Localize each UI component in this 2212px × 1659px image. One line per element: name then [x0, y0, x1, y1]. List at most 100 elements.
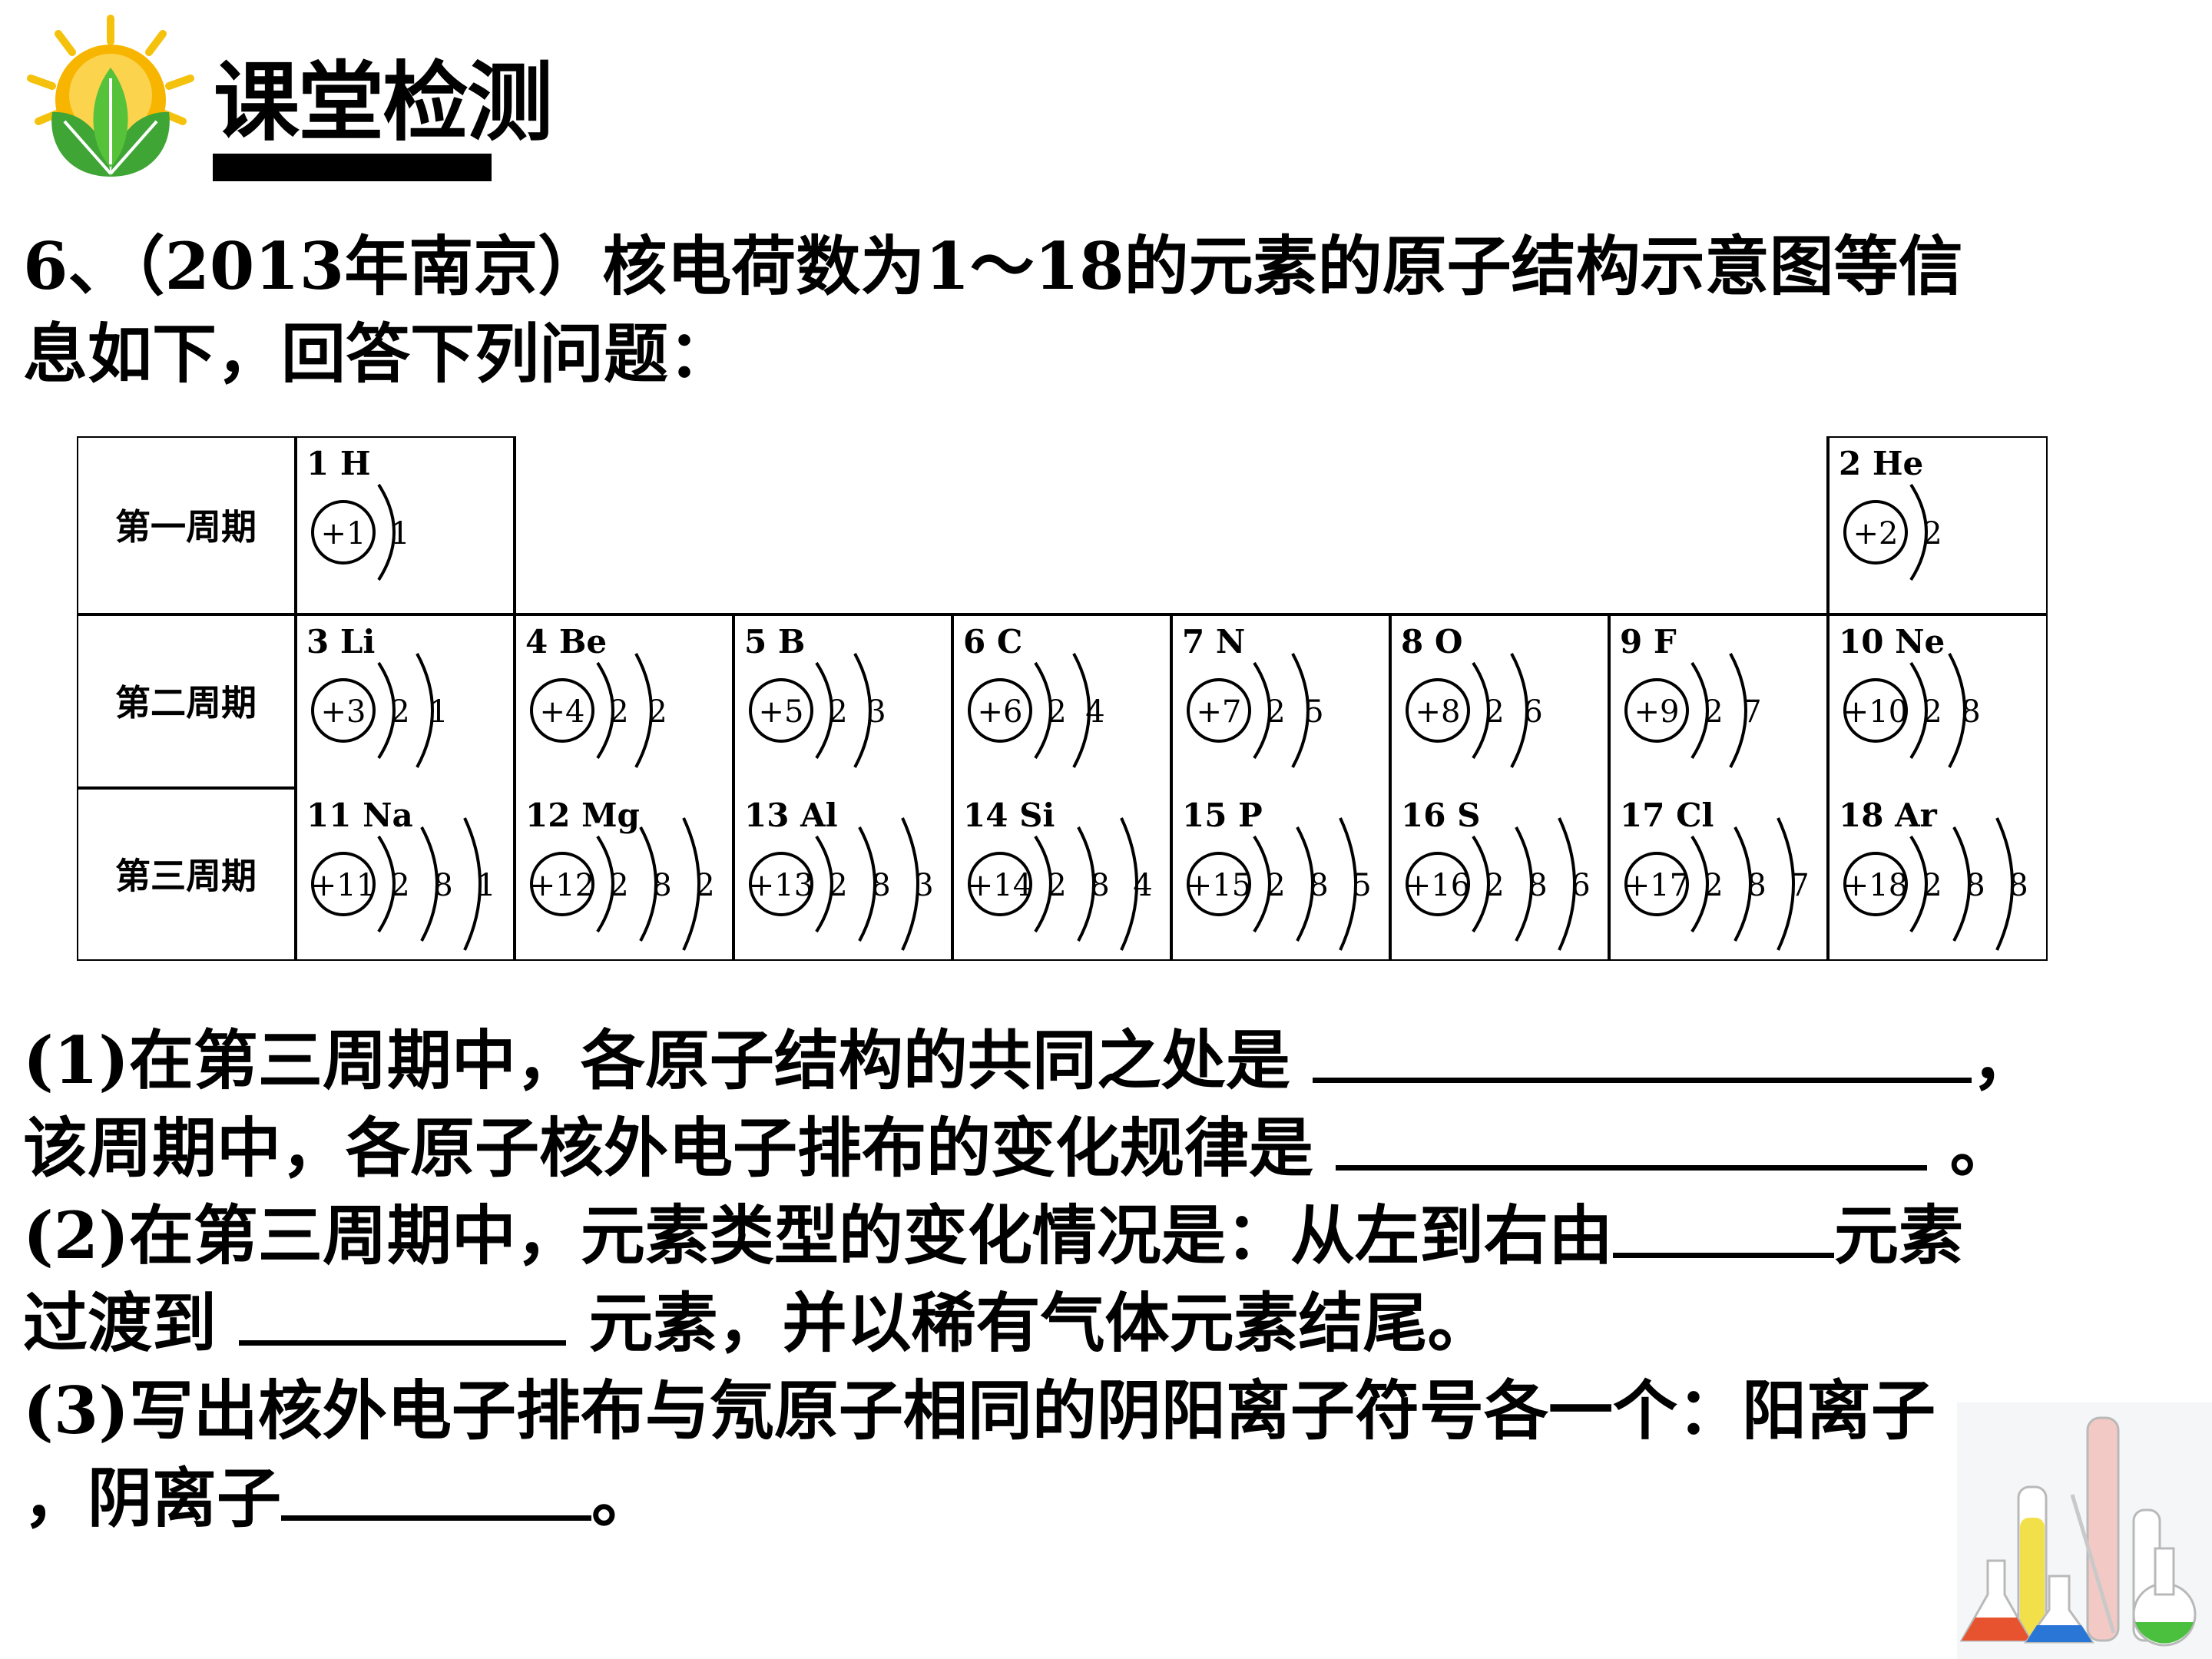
shell-electron-count: 2 [1047, 868, 1066, 903]
element-label: 16 S [1401, 796, 1480, 834]
nucleus-circle [1406, 678, 1470, 743]
electron-shell-arc [1558, 817, 1576, 951]
shell-electron-count: 2 [1266, 868, 1285, 903]
nucleus-circle [530, 678, 594, 743]
electron-shell-arc [639, 826, 657, 942]
electron-shell-arc [377, 835, 396, 933]
q1-answer-blank-1[interactable] [1313, 1018, 1972, 1083]
shell-electron-count: 8 [433, 868, 452, 903]
electron-shell-arc [634, 653, 653, 768]
q1-comma: ， [1972, 1022, 2037, 1098]
electron-shell-arc [1909, 661, 1928, 760]
nucleus-circle [1624, 852, 1689, 916]
element-label: 10 Ne [1839, 623, 1945, 661]
q2-element-word: 元素 [1833, 1197, 1963, 1273]
q3-prompt-2: ，阴离子 [23, 1460, 282, 1536]
electron-shell-arc [1253, 661, 1271, 760]
question-source: （2013年南京） [132, 228, 603, 304]
nucleus-circle [1843, 678, 1908, 743]
nucleus-circle [311, 500, 376, 565]
nucleus-charge: +5 [759, 694, 804, 730]
electron-shell-arc [377, 661, 396, 760]
shell-electron-count: 2 [390, 694, 409, 730]
nucleus-circle [968, 852, 1032, 916]
q2-answer-blank-1[interactable] [1612, 1193, 1834, 1258]
electron-shell-arc [1995, 817, 2014, 951]
q2-answer-blank-2[interactable] [239, 1280, 567, 1346]
nucleus-circle [1187, 678, 1251, 743]
electron-shell-arc [815, 835, 833, 933]
q1-answer-blank-2[interactable] [1336, 1105, 1928, 1171]
electron-shell-arc [596, 661, 614, 760]
element-label: 11 Na [306, 796, 413, 834]
element-label: 5 B [744, 623, 805, 661]
electron-shell-arc [1472, 835, 1490, 933]
shell-electron-count: 2 [390, 868, 409, 903]
shell-electron-count: 7 [1742, 694, 1761, 730]
q3-prompt: (3)写出核外电子排布与氖原子相同的阴阳离子符号各一个：阳离子 [23, 1373, 1936, 1449]
shell-electron-count: 8 [1747, 868, 1766, 903]
q1-line2: 该周期中，各原子核外电子排布的变化规律是 。 [23, 1104, 2015, 1192]
lab-glassware-icon [1957, 1402, 2212, 1659]
element-label: 8 O [1401, 623, 1462, 661]
electron-shell-arc [1515, 826, 1533, 942]
electron-shell-arc [1120, 817, 1138, 951]
nucleus-circle [311, 678, 376, 743]
shell-electron-count: 2 [1922, 516, 1942, 551]
electron-shell-arc [1734, 826, 1752, 942]
electron-shell-arc [377, 483, 396, 581]
shell-electron-count: 5 [1304, 694, 1323, 730]
nucleus-circle [749, 852, 813, 916]
q1-period: 。 [1927, 1110, 2015, 1186]
nucleus-charge: +14 [968, 868, 1032, 903]
element-label: 13 Al [744, 796, 838, 834]
element-label: 15 P [1182, 796, 1263, 834]
shell-electron-count: 2 [1704, 694, 1723, 730]
nucleus-circle [1843, 852, 1908, 916]
shell-electron-count: 8 [2008, 868, 2028, 903]
element-label: 9 F [1620, 623, 1677, 661]
nucleus-charge: +6 [978, 694, 1023, 730]
electron-shell-arc [1510, 653, 1528, 768]
shell-electron-count: 3 [914, 868, 933, 903]
shell-electron-count: 2 [1704, 868, 1723, 903]
electron-shell-arc [1291, 653, 1310, 768]
q1-prompt: (1)在第三周期中，各原子结构的共同之处是 [23, 1022, 1313, 1098]
q3-line1: (3)写出核外电子排布与氖原子相同的阴阳离子符号各一个：阳离子 [23, 1367, 1936, 1455]
question-stem-line2: 息如下，回答下列问题： [23, 316, 733, 392]
electron-shell-arc [1690, 661, 1709, 760]
q2-prompt-2: 过渡到 [23, 1285, 240, 1361]
nucleus-charge: +15 [1187, 868, 1251, 903]
shell-electron-count: 4 [1133, 868, 1152, 903]
nucleus-circle [1843, 500, 1908, 565]
shell-electron-count: 2 [695, 868, 714, 903]
electron-shell-arc [416, 653, 434, 768]
element-label: 12 Mg [525, 796, 640, 834]
electron-shell-arc [815, 661, 833, 760]
electron-shell-arc [1690, 835, 1709, 933]
nucleus-circle [968, 678, 1032, 743]
shell-electron-count: 8 [1309, 868, 1328, 903]
nucleus-circle [1406, 852, 1470, 916]
nucleus-charge: +9 [1634, 694, 1680, 730]
electron-shell-arc [858, 826, 876, 942]
q3-answer-blank[interactable] [281, 1455, 592, 1521]
q1-line1: (1)在第三周期中，各原子结构的共同之处是 ， [23, 1017, 2036, 1104]
electron-shell-arc [1296, 826, 1314, 942]
electron-shell-arc [596, 835, 614, 933]
nucleus-circle [1624, 678, 1689, 743]
title-underline-bar [213, 154, 492, 181]
shell-electron-count: 7 [1790, 868, 1809, 903]
question-stem: 6、（2013年南京）核电荷数为1～18的元素的原子结构示意图等信 息如下，回答… [23, 223, 2197, 398]
